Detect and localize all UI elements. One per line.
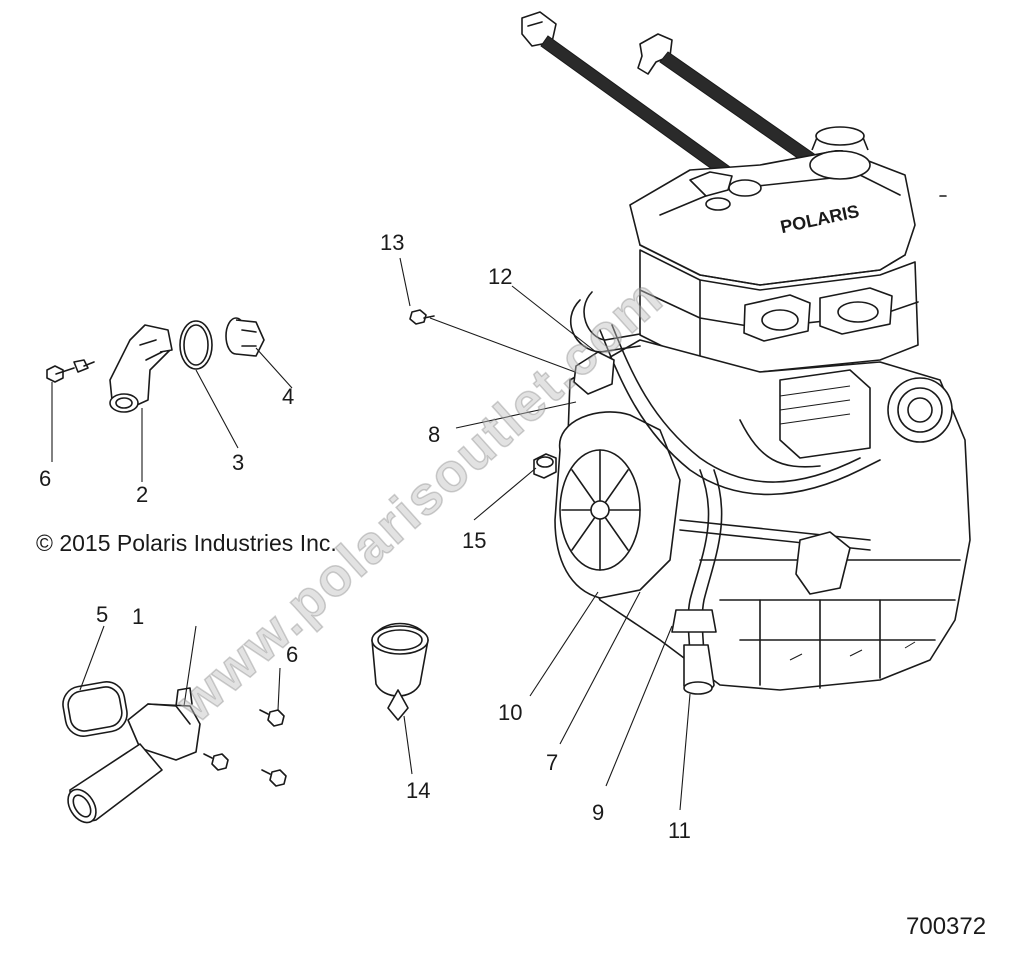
callout-10: 10 — [498, 700, 523, 725]
engine-assembly: POLARIS — [521, 11, 971, 695]
valve-cover — [629, 149, 916, 286]
callout-6-lower: 6 — [286, 642, 299, 667]
thermostat — [225, 317, 265, 357]
leader-lines — [51, 257, 691, 811]
engine-thermostat-housing — [573, 351, 615, 395]
hose-clamp — [371, 622, 429, 721]
stator-cover — [554, 411, 681, 599]
callout-1: 1 — [132, 604, 145, 629]
callout-4: 4 — [282, 384, 295, 409]
diagram-id: 700372 — [906, 913, 987, 940]
callout-7: 7 — [546, 750, 559, 775]
callout-8: 8 — [428, 422, 441, 447]
callout-5: 5 — [96, 602, 109, 627]
gasket — [62, 681, 128, 737]
callout-3: 3 — [232, 450, 245, 475]
oil-cooler — [779, 369, 953, 459]
callout-9: 9 — [592, 800, 605, 825]
callout-14: 14 — [406, 778, 431, 803]
callout-15: 15 — [462, 528, 487, 553]
callout-12: 12 — [488, 264, 513, 289]
oil-filler-cap — [809, 126, 871, 180]
callout-11: 11 — [668, 818, 691, 843]
bolt-13 — [409, 309, 435, 325]
bolts-lower — [203, 709, 287, 787]
o-ring — [179, 320, 213, 370]
callout-13: 13 — [380, 230, 405, 255]
copyright-notice: © 2015 Polaris Industries Inc. — [36, 530, 337, 556]
plug — [533, 453, 557, 479]
callout-2: 2 — [136, 482, 149, 507]
coolant-hoses — [569, 291, 881, 695]
bolt-upper-left — [46, 359, 95, 383]
thermostat-housing — [109, 324, 173, 413]
callout-6-upper: 6 — [39, 466, 52, 491]
water-outlet — [67, 687, 201, 824]
